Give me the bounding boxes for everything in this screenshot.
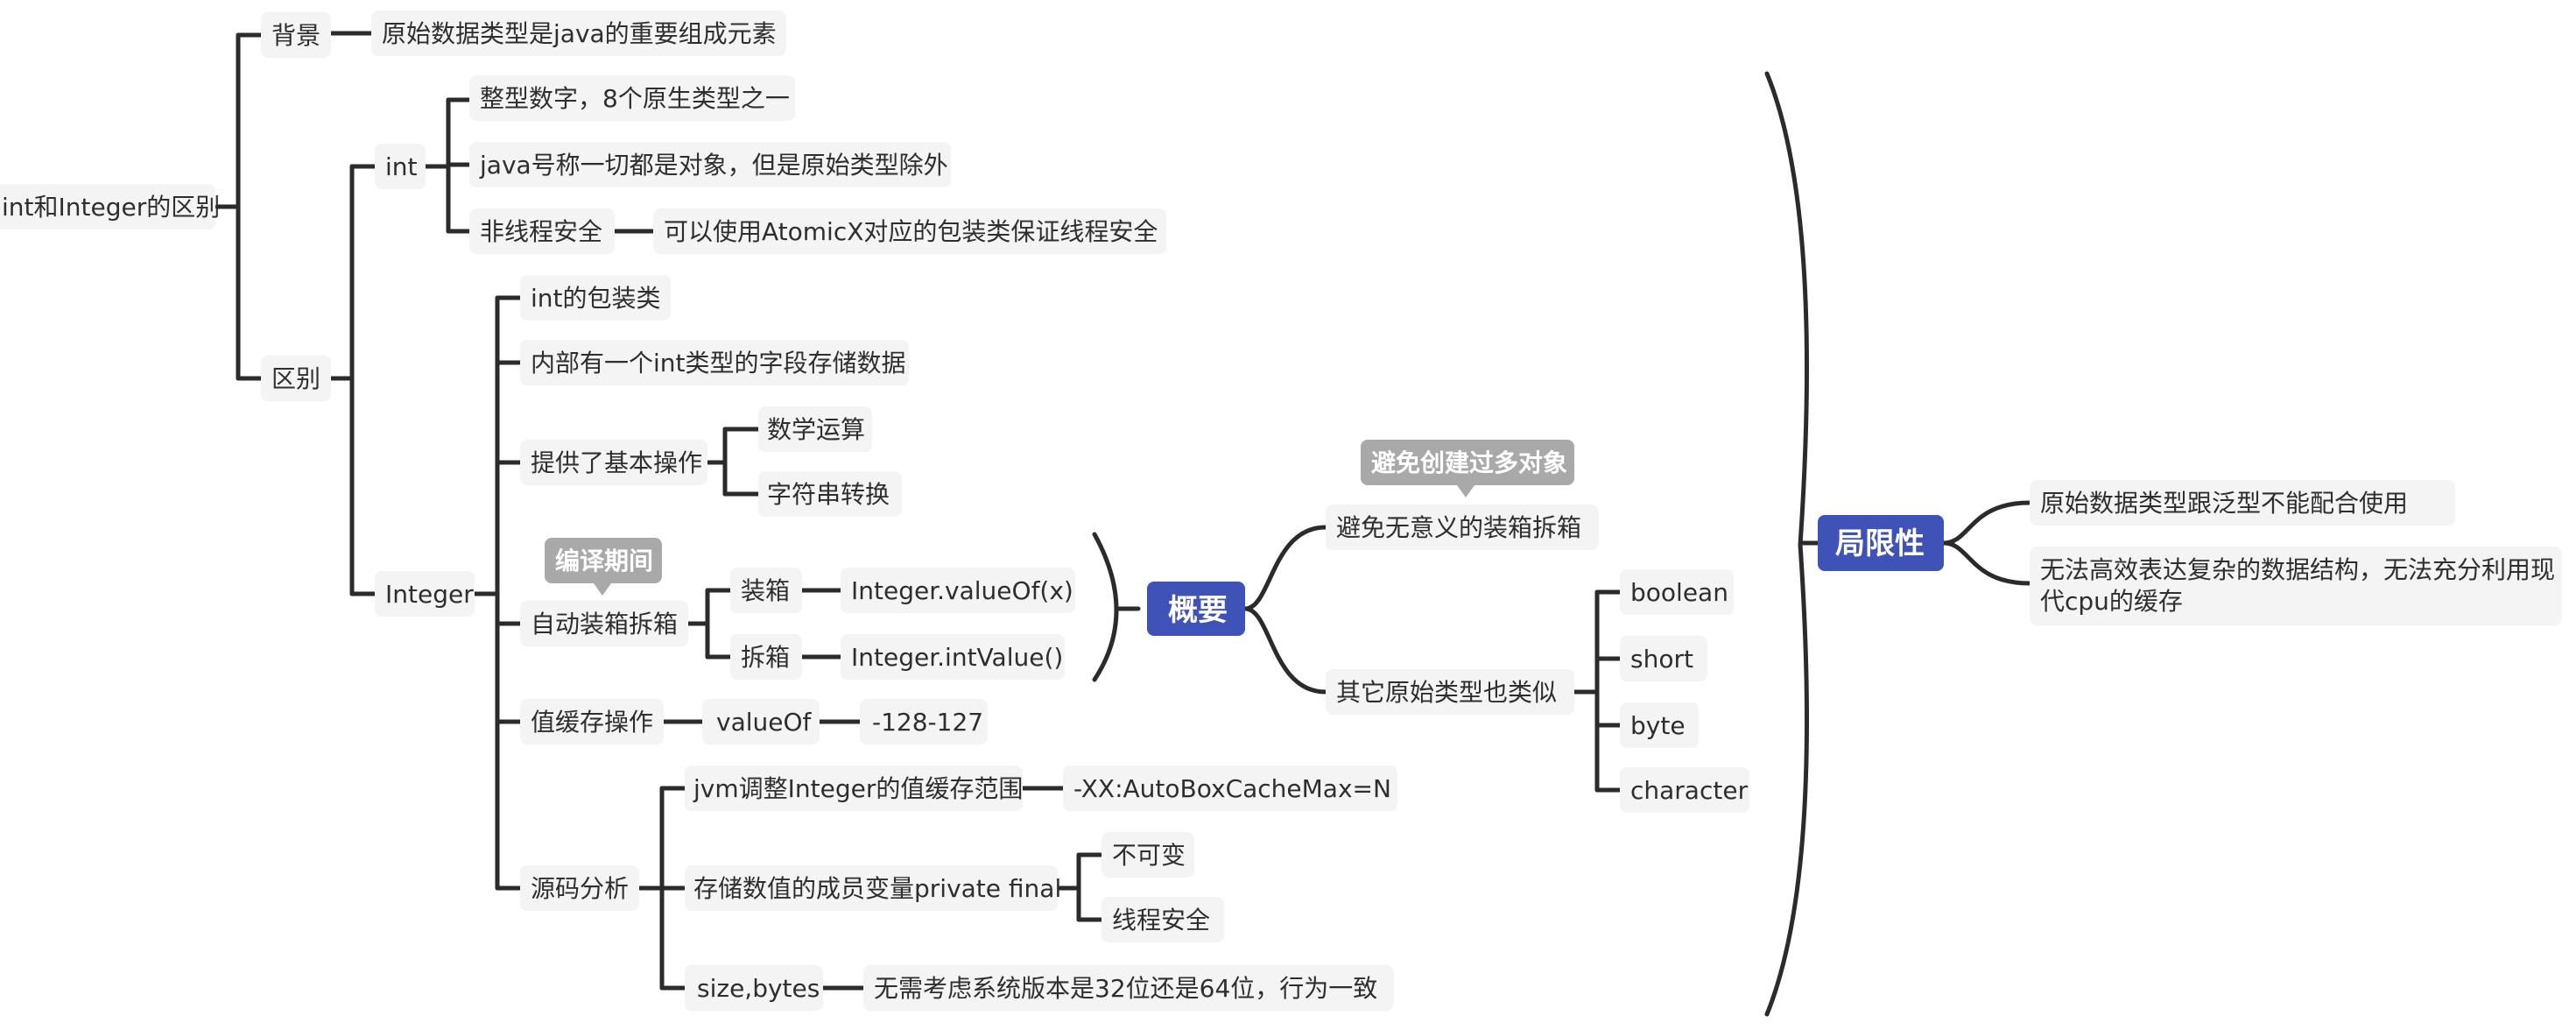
svg-text:int和Integer的区别: int和Integer的区别: [2, 193, 220, 222]
svg-text:代cpu的缓存: 代cpu的缓存: [2040, 587, 2183, 616]
svg-text:源码分析: 源码分析: [531, 874, 629, 903]
compile-time-callout: 编译期间: [545, 538, 662, 596]
type-character[interactable]: character: [1620, 767, 1749, 813]
svg-text:背景: 背景: [271, 21, 320, 50]
integer-wrapper[interactable]: int的包装类: [520, 275, 671, 321]
svg-text:boolean: boolean: [1630, 578, 1728, 607]
svg-text:装箱: 装箱: [741, 576, 790, 605]
svg-text:线程安全: 线程安全: [1112, 906, 1210, 935]
integer-cache[interactable]: 值缓存操作: [520, 699, 664, 744]
integer-ops-math[interactable]: 数学运算: [758, 406, 872, 452]
overview-node[interactable]: 概要: [1147, 582, 1245, 636]
svg-text:Integer.valueOf(x): Integer.valueOf(x): [851, 576, 1073, 605]
integer-source[interactable]: 源码分析: [520, 865, 639, 911]
svg-text:-XX:AutoBoxCacheMax=N: -XX:AutoBoxCacheMax=N: [1073, 774, 1391, 803]
source-jvm-flag[interactable]: -XX:AutoBoxCacheMax=N: [1063, 765, 1397, 811]
svg-text:无法高效表达复杂的数据结构，无法充分利用现: 无法高效表达复杂的数据结构，无法充分利用现: [2040, 555, 2555, 584]
int-item-1[interactable]: 整型数字，8个原生类型之一: [469, 75, 795, 121]
autobox-box[interactable]: 装箱: [730, 568, 802, 613]
integer-ops[interactable]: 提供了基本操作: [520, 440, 707, 485]
svg-text:拆箱: 拆箱: [741, 643, 790, 672]
svg-text:值缓存操作: 值缓存操作: [531, 708, 653, 737]
svg-text:size,bytes: size,bytes: [697, 974, 820, 1003]
svg-text:存储数值的成员变量private final: 存储数值的成员变量private final: [693, 874, 1061, 903]
svg-text:避免创建过多对象: 避免创建过多对象: [1371, 448, 1567, 477]
connectors: [215, 31, 2032, 1017]
type-short[interactable]: short: [1620, 636, 1707, 681]
svg-text:原始数据类型跟泛型不能配合使用: 原始数据类型跟泛型不能配合使用: [2040, 489, 2408, 518]
svg-text:Integer: Integer: [385, 580, 474, 609]
svg-text:-128-127: -128-127: [872, 708, 983, 737]
svg-text:避免无意义的装箱拆箱: 避免无意义的装箱拆箱: [1336, 513, 1581, 542]
svg-text:int的包装类: int的包装类: [531, 284, 661, 313]
final-immutable[interactable]: 不可变: [1101, 832, 1194, 878]
int-node[interactable]: int: [375, 144, 426, 189]
svg-text:区别: 区别: [271, 364, 320, 393]
svg-text:java号称一切都是对象，但是原始类型除外: java号称一切都是对象，但是原始类型除外: [479, 151, 948, 180]
type-boolean[interactable]: boolean: [1620, 569, 1734, 615]
limits-item-1[interactable]: 原始数据类型跟泛型不能配合使用: [2030, 480, 2455, 526]
svg-text:无需考虑系统版本是32位还是64位，行为一致: 无需考虑系统版本是32位还是64位，行为一致: [874, 974, 1377, 1003]
background-text-node[interactable]: 原始数据类型是java的重要组成元素: [371, 11, 786, 56]
svg-text:内部有一个int类型的字段存储数据: 内部有一个int类型的字段存储数据: [531, 349, 906, 377]
svg-text:其它原始类型也类似: 其它原始类型也类似: [1336, 678, 1557, 707]
overview-others[interactable]: 其它原始类型也类似: [1326, 669, 1574, 715]
background-node[interactable]: 背景: [261, 12, 331, 58]
cache-valueof[interactable]: valueOf: [702, 699, 820, 744]
svg-text:非线程安全: 非线程安全: [480, 217, 602, 246]
source-size[interactable]: size,bytes: [685, 965, 823, 1011]
svg-text:整型数字，8个原生类型之一: 整型数字，8个原生类型之一: [480, 84, 790, 113]
svg-text:字符串转换: 字符串转换: [767, 480, 890, 509]
integer-autobox[interactable]: 自动装箱拆箱: [520, 601, 688, 646]
svg-text:原始数据类型是java的重要组成元素: 原始数据类型是java的重要组成元素: [382, 19, 777, 48]
source-jvm[interactable]: jvm调整Integer的值缓存范围: [685, 765, 1023, 811]
svg-text:数学运算: 数学运算: [767, 415, 865, 444]
svg-text:自动装箱拆箱: 自动装箱拆箱: [531, 610, 678, 638]
root-node[interactable]: int和Integer的区别: [0, 184, 220, 229]
limits-node[interactable]: 局限性: [1818, 515, 1944, 571]
svg-text:jvm调整Integer的值缓存范围: jvm调整Integer的值缓存范围: [693, 774, 1023, 803]
source-size-note[interactable]: 无需考虑系统版本是32位还是64位，行为一致: [863, 965, 1394, 1011]
svg-text:int: int: [385, 152, 418, 181]
svg-text:提供了基本操作: 提供了基本操作: [531, 448, 702, 477]
type-byte[interactable]: byte: [1620, 702, 1699, 748]
autobox-unbox[interactable]: 拆箱: [730, 634, 802, 680]
svg-text:Integer.intValue(): Integer.intValue(): [851, 643, 1063, 672]
diff-node[interactable]: 区别: [261, 356, 331, 401]
svg-text:概要: 概要: [1168, 593, 1228, 628]
final-thread-safe[interactable]: 线程安全: [1101, 897, 1224, 942]
int-item-3[interactable]: 非线程安全: [469, 208, 615, 254]
source-final-field[interactable]: 存储数值的成员变量private final: [685, 865, 1061, 911]
cache-range[interactable]: -128-127: [860, 699, 988, 744]
avoid-objects-callout: 避免创建过多对象: [1361, 440, 1574, 497]
svg-text:short: short: [1630, 645, 1693, 674]
overview-avoid[interactable]: 避免无意义的装箱拆箱: [1326, 504, 1599, 550]
svg-text:可以使用AtomicX对应的包装类保证线程安全: 可以使用AtomicX对应的包装类保证线程安全: [664, 217, 1158, 246]
int-item-2[interactable]: java号称一切都是对象，但是原始类型除外: [469, 142, 951, 187]
int-thread-note[interactable]: 可以使用AtomicX对应的包装类保证线程安全: [653, 208, 1166, 254]
svg-text:编译期间: 编译期间: [555, 547, 653, 575]
svg-text:byte: byte: [1630, 711, 1686, 740]
integer-ops-string[interactable]: 字符串转换: [758, 471, 902, 517]
integer-node[interactable]: Integer: [375, 571, 475, 617]
autobox-unbox-method[interactable]: Integer.intValue(): [841, 634, 1065, 680]
svg-text:不可变: 不可变: [1112, 841, 1186, 870]
integer-field[interactable]: 内部有一个int类型的字段存储数据: [520, 340, 909, 385]
svg-text:character: character: [1630, 776, 1749, 805]
svg-text:valueOf: valueOf: [716, 708, 813, 737]
limits-item-2[interactable]: 无法高效表达复杂的数据结构，无法充分利用现 代cpu的缓存: [2030, 547, 2562, 625]
svg-text:局限性: 局限性: [1835, 526, 1925, 561]
autobox-box-method[interactable]: Integer.valueOf(x): [841, 568, 1075, 613]
